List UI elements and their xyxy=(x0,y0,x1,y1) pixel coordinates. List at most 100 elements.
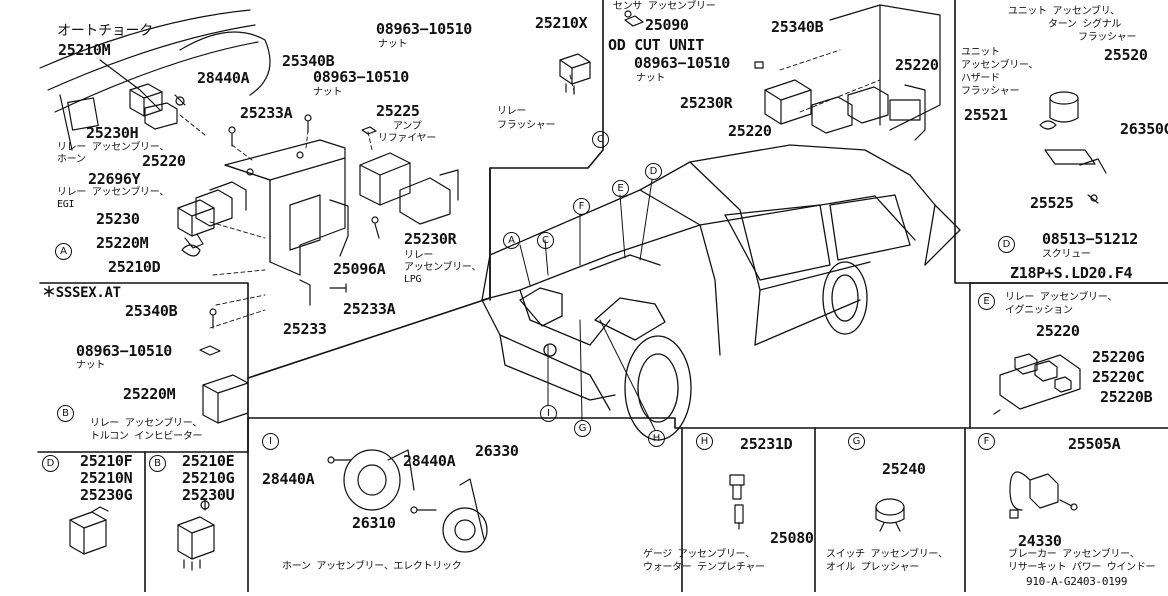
part-number-25505A[interactable]: 25505A xyxy=(1068,435,1121,453)
car-leaders xyxy=(519,179,656,431)
part-number-25220M-lower[interactable]: 25220M xyxy=(123,385,176,403)
turn-signal-desc-1: ユニット アッセンブリ、 xyxy=(1008,6,1120,17)
part-number-25520[interactable]: 25520 xyxy=(1104,46,1148,64)
part-number-25220-right2[interactable]: 25220 xyxy=(895,56,939,74)
part-number-25220C[interactable]: 25220C xyxy=(1092,368,1145,386)
document-code: 910-A-G2403-0199 xyxy=(1026,575,1128,588)
part-number-28440A-horn1[interactable]: 28440A xyxy=(403,452,456,470)
part-number-08513[interactable]: 08513−51212 xyxy=(1042,230,1139,248)
callout-H-gauge: H xyxy=(696,433,713,450)
part-number-25240[interactable]: 25240 xyxy=(882,460,926,478)
part-number-08963-mid[interactable]: 08963−10510 xyxy=(634,54,731,72)
part-number-25230R-right[interactable]: 25230R xyxy=(680,94,733,112)
part-number-25220M[interactable]: 25220M xyxy=(96,234,149,252)
relay-horn-desc-2: ホーン xyxy=(57,154,86,165)
part-number-25231D[interactable]: 25231D xyxy=(740,435,793,453)
hazard-desc-1: ユニット xyxy=(961,47,1000,58)
callout-C-top: C xyxy=(592,131,609,148)
nut-label-4: ナット xyxy=(76,360,106,371)
part-number-25230H[interactable]: 25230H xyxy=(86,124,139,142)
relay-lpg-desc-3: LPG xyxy=(404,274,422,285)
part-number-25230[interactable]: 25230 xyxy=(96,210,140,228)
relay-egi-desc-1: リレー アッセンブリー、 xyxy=(57,187,170,198)
switch-desc-1: スイッチ アッセンブリー、 xyxy=(826,549,948,560)
breaker-desc-2: リサーキット パワー ウインドー xyxy=(1008,562,1156,573)
part-number-25210N[interactable]: 25210N xyxy=(80,469,133,487)
relay-lpg-desc-1: リレー xyxy=(404,250,434,261)
part-number-25220B[interactable]: 25220B xyxy=(1100,388,1153,406)
part-number-25210M[interactable]: 25210M xyxy=(58,41,111,59)
callout-G-car: G xyxy=(574,420,591,437)
part-number-25225[interactable]: 25225 xyxy=(376,102,420,120)
part-number-25230R-mid[interactable]: 25230R xyxy=(404,230,457,248)
section-borders xyxy=(37,0,1168,593)
fender-outline xyxy=(39,9,271,151)
part-number-25340B-right[interactable]: 25340B xyxy=(771,18,824,36)
part-number-25233A-bot[interactable]: 25233A xyxy=(343,300,396,318)
part-number-25090[interactable]: 25090 xyxy=(645,16,689,34)
callout-B-left: B xyxy=(57,405,74,422)
ignition-relays xyxy=(993,353,1081,415)
callout-I-car: I xyxy=(540,405,557,422)
callout-A-car: A xyxy=(503,232,520,249)
relay-torq-desc-1: リレー アッセンブリー、 xyxy=(90,418,203,429)
part-number-25230U[interactable]: 25230U xyxy=(182,486,235,504)
breaker-desc-1: ブレーカー アッセンブリー、 xyxy=(1008,549,1140,560)
ignition-desc-2: イグニッション xyxy=(1005,305,1073,316)
part-number-25233A-top[interactable]: 25233A xyxy=(240,104,293,122)
part-number-28440A-horn2[interactable]: 28440A xyxy=(262,470,315,488)
part-number-25220-left[interactable]: 25220 xyxy=(142,152,186,170)
relay-torq-desc-2: トルコン インヒビーター xyxy=(90,431,203,442)
callout-H-car: H xyxy=(648,430,665,447)
part-number-25210F[interactable]: 25210F xyxy=(80,452,133,470)
part-number-08963-left[interactable]: 08963−10510 xyxy=(76,342,173,360)
part-number-25230G[interactable]: 25230G xyxy=(80,486,133,504)
nut-label-2: ナット xyxy=(378,39,408,50)
relay-box-B xyxy=(177,499,215,571)
od-cut-relays xyxy=(754,4,941,141)
callout-E-right: E xyxy=(978,293,995,310)
turn-signal-flasher xyxy=(1039,91,1107,204)
turn-signal-desc-3: フラッシャー xyxy=(1078,32,1137,43)
relay-box-D xyxy=(69,506,109,555)
part-number-26350G[interactable]: 26350G xyxy=(1120,120,1168,138)
oil-pressure-switch xyxy=(875,498,905,532)
part-number-25521[interactable]: 25521 xyxy=(964,106,1008,124)
relay-cluster-left xyxy=(177,181,247,257)
part-number-25220G[interactable]: 25220G xyxy=(1092,348,1145,366)
ignition-desc-1: リレー アッセンブリー、 xyxy=(1005,292,1118,303)
callout-B-box: B xyxy=(149,455,166,472)
sssex-at-label: ＊SSSEX.AT xyxy=(42,285,121,301)
nut-label-1: ナット xyxy=(313,87,343,98)
relay-egi-desc-2: EGI xyxy=(57,199,75,210)
circuit-breaker xyxy=(1009,471,1078,519)
part-number-25220-right1[interactable]: 25220 xyxy=(728,122,772,140)
part-number-25340B-left[interactable]: 25340B xyxy=(125,302,178,320)
bracket-25233 xyxy=(224,139,349,306)
part-number-26310[interactable]: 26310 xyxy=(352,514,396,532)
part-number-28440A[interactable]: 28440A xyxy=(197,69,250,87)
gauge-desc-2: ウォーター テンプレチャー xyxy=(643,562,765,573)
part-number-25080[interactable]: 25080 xyxy=(770,529,814,547)
part-number-25340B-top[interactable]: 25340B xyxy=(282,52,335,70)
part-number-25233[interactable]: 25233 xyxy=(283,320,327,338)
part-number-25220-E[interactable]: 25220 xyxy=(1036,322,1080,340)
part-number-26330[interactable]: 26330 xyxy=(475,442,519,460)
part-number-08963-top[interactable]: 08963−10510 xyxy=(313,68,410,86)
callout-D-car: D xyxy=(645,163,662,180)
horns xyxy=(327,449,488,553)
callout-I-horn: I xyxy=(262,433,279,450)
part-number-24330[interactable]: 24330 xyxy=(1018,532,1062,550)
part-number-25210G[interactable]: 25210G xyxy=(182,469,235,487)
part-number-25096A[interactable]: 25096A xyxy=(333,260,386,278)
switch-desc-2: オイル プレッシャー xyxy=(826,562,920,573)
part-number-22696Y[interactable]: 22696Y xyxy=(88,170,141,188)
part-number-08963-top2[interactable]: 08963−10510 xyxy=(376,20,473,38)
part-number-25210X[interactable]: 25210X xyxy=(535,14,588,32)
part-number-25210D[interactable]: 25210D xyxy=(108,258,161,276)
fasteners-top xyxy=(228,114,380,293)
relay-flasher-desc-1: リレー xyxy=(497,106,527,117)
part-number-25210E[interactable]: 25210E xyxy=(182,452,235,470)
part-number-25525[interactable]: 25525 xyxy=(1030,194,1074,212)
